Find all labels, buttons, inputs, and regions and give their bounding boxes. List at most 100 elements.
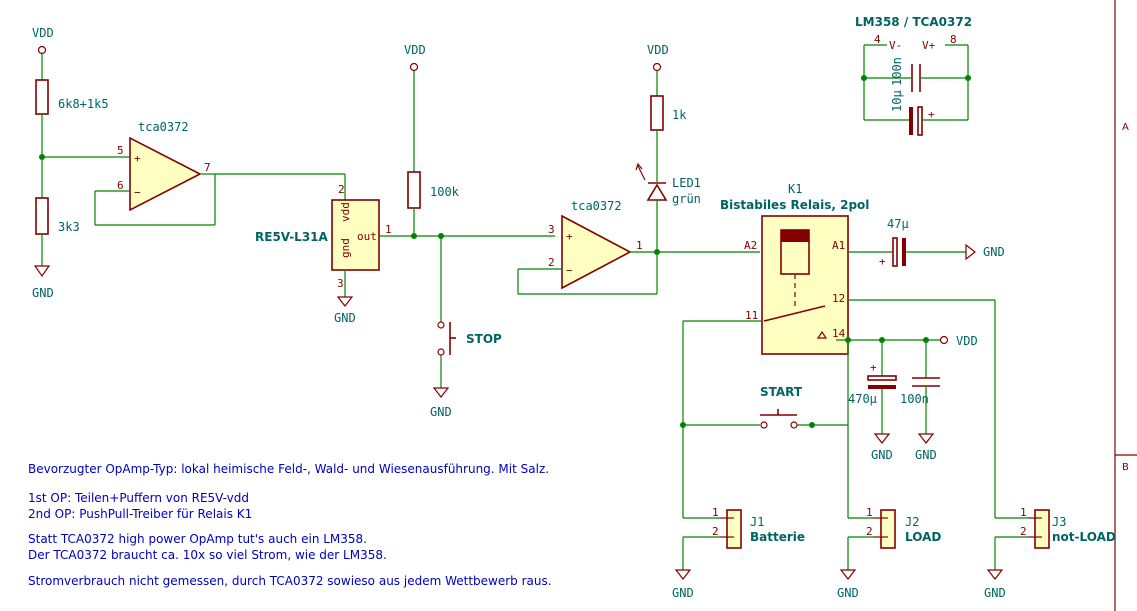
cap-100n-value: 100n <box>900 392 929 406</box>
relay-value: Bistabiles Relais, 2pol <box>720 198 869 212</box>
connector-j3: 1 2 J3 not-LOAD GND <box>984 506 1116 600</box>
connector-j1: 1 2 J1 Batterie GND <box>672 506 805 600</box>
series-cap-47u: + 47µ GND <box>848 217 1005 268</box>
regulator-pin-gnd-num: 3 <box>337 277 344 290</box>
regulator-pin-vdd-num: 2 <box>338 183 345 196</box>
resistor-top <box>35 79 49 115</box>
cap-470u: + 470µ GND <box>848 340 897 462</box>
gnd-symbol-9 <box>986 569 1004 580</box>
relay-pin-14: 14 <box>832 327 846 340</box>
vdd-label-3: VDD <box>647 43 669 57</box>
gnd-label-3: GND <box>430 405 452 419</box>
note-2: 1st OP: Teilen+Puffern von RE5V-vdd <box>28 491 249 505</box>
opamp1-pin-minus: 6 <box>117 179 124 192</box>
cap-47u-value: 47µ <box>887 217 909 231</box>
vdd-label-4: VDD <box>956 334 978 348</box>
supply-label-vplus: V+ <box>922 39 936 52</box>
regulator-pin-out-num: 1 <box>385 223 392 236</box>
gnd-label-5: GND <box>871 448 893 462</box>
vdd-label-1: VDD <box>32 26 54 40</box>
opamp2-pin-minus: 2 <box>548 256 555 269</box>
gnd-symbol-4 <box>965 243 976 261</box>
regulator-body <box>331 199 380 271</box>
opamp1-pin-out: 7 <box>204 161 211 174</box>
note-6: Stromverbrauch nicht gemessen, durch TCA… <box>28 574 552 588</box>
resistor-1k-value: 1k <box>672 108 687 122</box>
gnd-label-6: GND <box>915 448 937 462</box>
supply-label-vminus: V- <box>889 39 902 52</box>
j1-body <box>726 509 742 549</box>
relay-pin-11: 11 <box>745 309 758 322</box>
regulator-name: RE5V-L31A <box>255 230 329 244</box>
led-ref: LED1 <box>672 176 701 190</box>
connector-j2: 1 2 J2 LOAD GND <box>837 506 941 600</box>
gnd-symbol-8 <box>839 569 857 580</box>
gnd-symbol-7 <box>674 569 692 580</box>
gnd-symbol-2 <box>336 296 354 307</box>
vdd-flag-2 <box>409 62 419 72</box>
notes: Bevorzugter OpAmp-Typ: lokal heimische F… <box>28 462 552 588</box>
resistor-100k <box>407 171 421 209</box>
gnd-label-7: GND <box>672 586 694 600</box>
gnd-symbol-1 <box>33 265 51 278</box>
vdd-flag-4 <box>939 335 949 345</box>
gnd-symbol-6 <box>917 433 935 444</box>
svg-text:−: − <box>134 186 141 199</box>
opamp2-name: tca0372 <box>571 199 622 213</box>
supply-title: LM358 / TCA0372 <box>855 15 972 29</box>
resistor-top-value: 6k8+1k5 <box>58 97 109 111</box>
j2-value: LOAD <box>905 530 941 544</box>
start-button: START <box>760 385 848 429</box>
note-1: Bevorzugter OpAmp-Typ: lokal heimische F… <box>28 462 549 476</box>
gnd-label-4: GND <box>983 245 1005 259</box>
svg-text:1: 1 <box>1020 506 1027 519</box>
regulator-pin-vdd-label: vdd <box>339 202 352 222</box>
relay-pin-a2: A2 <box>744 239 757 252</box>
sheet-frame: A B <box>1114 0 1137 611</box>
gnd-label-2: GND <box>334 311 356 325</box>
regulator-pin-out-label: out <box>357 230 377 243</box>
svg-text:+: + <box>566 230 573 243</box>
relay-pin-a1: A1 <box>832 239 845 252</box>
svg-text:+: + <box>870 361 877 374</box>
stop-label: STOP <box>466 332 502 346</box>
gnd-label-1: GND <box>32 286 54 300</box>
note-5: Der TCA0372 braucht ca. 10x so viel Stro… <box>28 548 387 562</box>
relay-k1: K1 Bistabiles Relais, 2pol A2 A1 11 12 1… <box>720 182 869 355</box>
led-branch: VDD 1k LED1 grün <box>635 43 701 252</box>
j3-body <box>1034 509 1050 549</box>
j3-ref: J3 <box>1052 515 1066 529</box>
supply-pin-vminus: 4 <box>874 33 881 46</box>
opamp2-pin-plus: 3 <box>548 223 555 236</box>
frame-row-a: A <box>1122 122 1129 133</box>
svg-text:+: + <box>879 255 886 268</box>
voltage-divider: VDD 6k8+1k5 3k3 GND <box>32 26 109 300</box>
gnd-symbol-5 <box>873 433 891 444</box>
resistor-bottom-value: 3k3 <box>58 220 80 234</box>
supply-pin-vplus: 8 <box>950 33 957 46</box>
led-value: grün <box>672 192 701 206</box>
pullup-resistor: VDD 100k <box>404 43 460 236</box>
vdd-flag-3 <box>652 62 662 72</box>
gnd-label-9: GND <box>984 586 1006 600</box>
opamp1-symbol <box>129 136 202 212</box>
gnd-symbol-3 <box>432 387 450 398</box>
opamp2-symbol <box>561 214 632 290</box>
j1-value: Batterie <box>750 530 805 544</box>
svg-text:2: 2 <box>1020 525 1027 538</box>
resistor-100k-value: 100k <box>430 185 460 199</box>
j3-value: not-LOAD <box>1052 530 1116 544</box>
svg-text:2: 2 <box>712 525 719 538</box>
supply-decoupling: LM358 / TCA0372 4 V- V+ 8 100n + 10µ <box>855 15 972 136</box>
j2-ref: J2 <box>905 515 919 529</box>
svg-text:1: 1 <box>712 506 719 519</box>
cap-470u-value: 470µ <box>848 392 877 406</box>
regulator-pin-gnd-label: gnd <box>339 238 352 258</box>
resistor-bottom <box>35 197 49 235</box>
led-symbol <box>646 183 668 201</box>
svg-text:+: + <box>928 108 935 121</box>
relay-ref: K1 <box>788 182 802 196</box>
supply-cap-small: 100n <box>890 57 904 86</box>
svg-text:2: 2 <box>866 525 873 538</box>
